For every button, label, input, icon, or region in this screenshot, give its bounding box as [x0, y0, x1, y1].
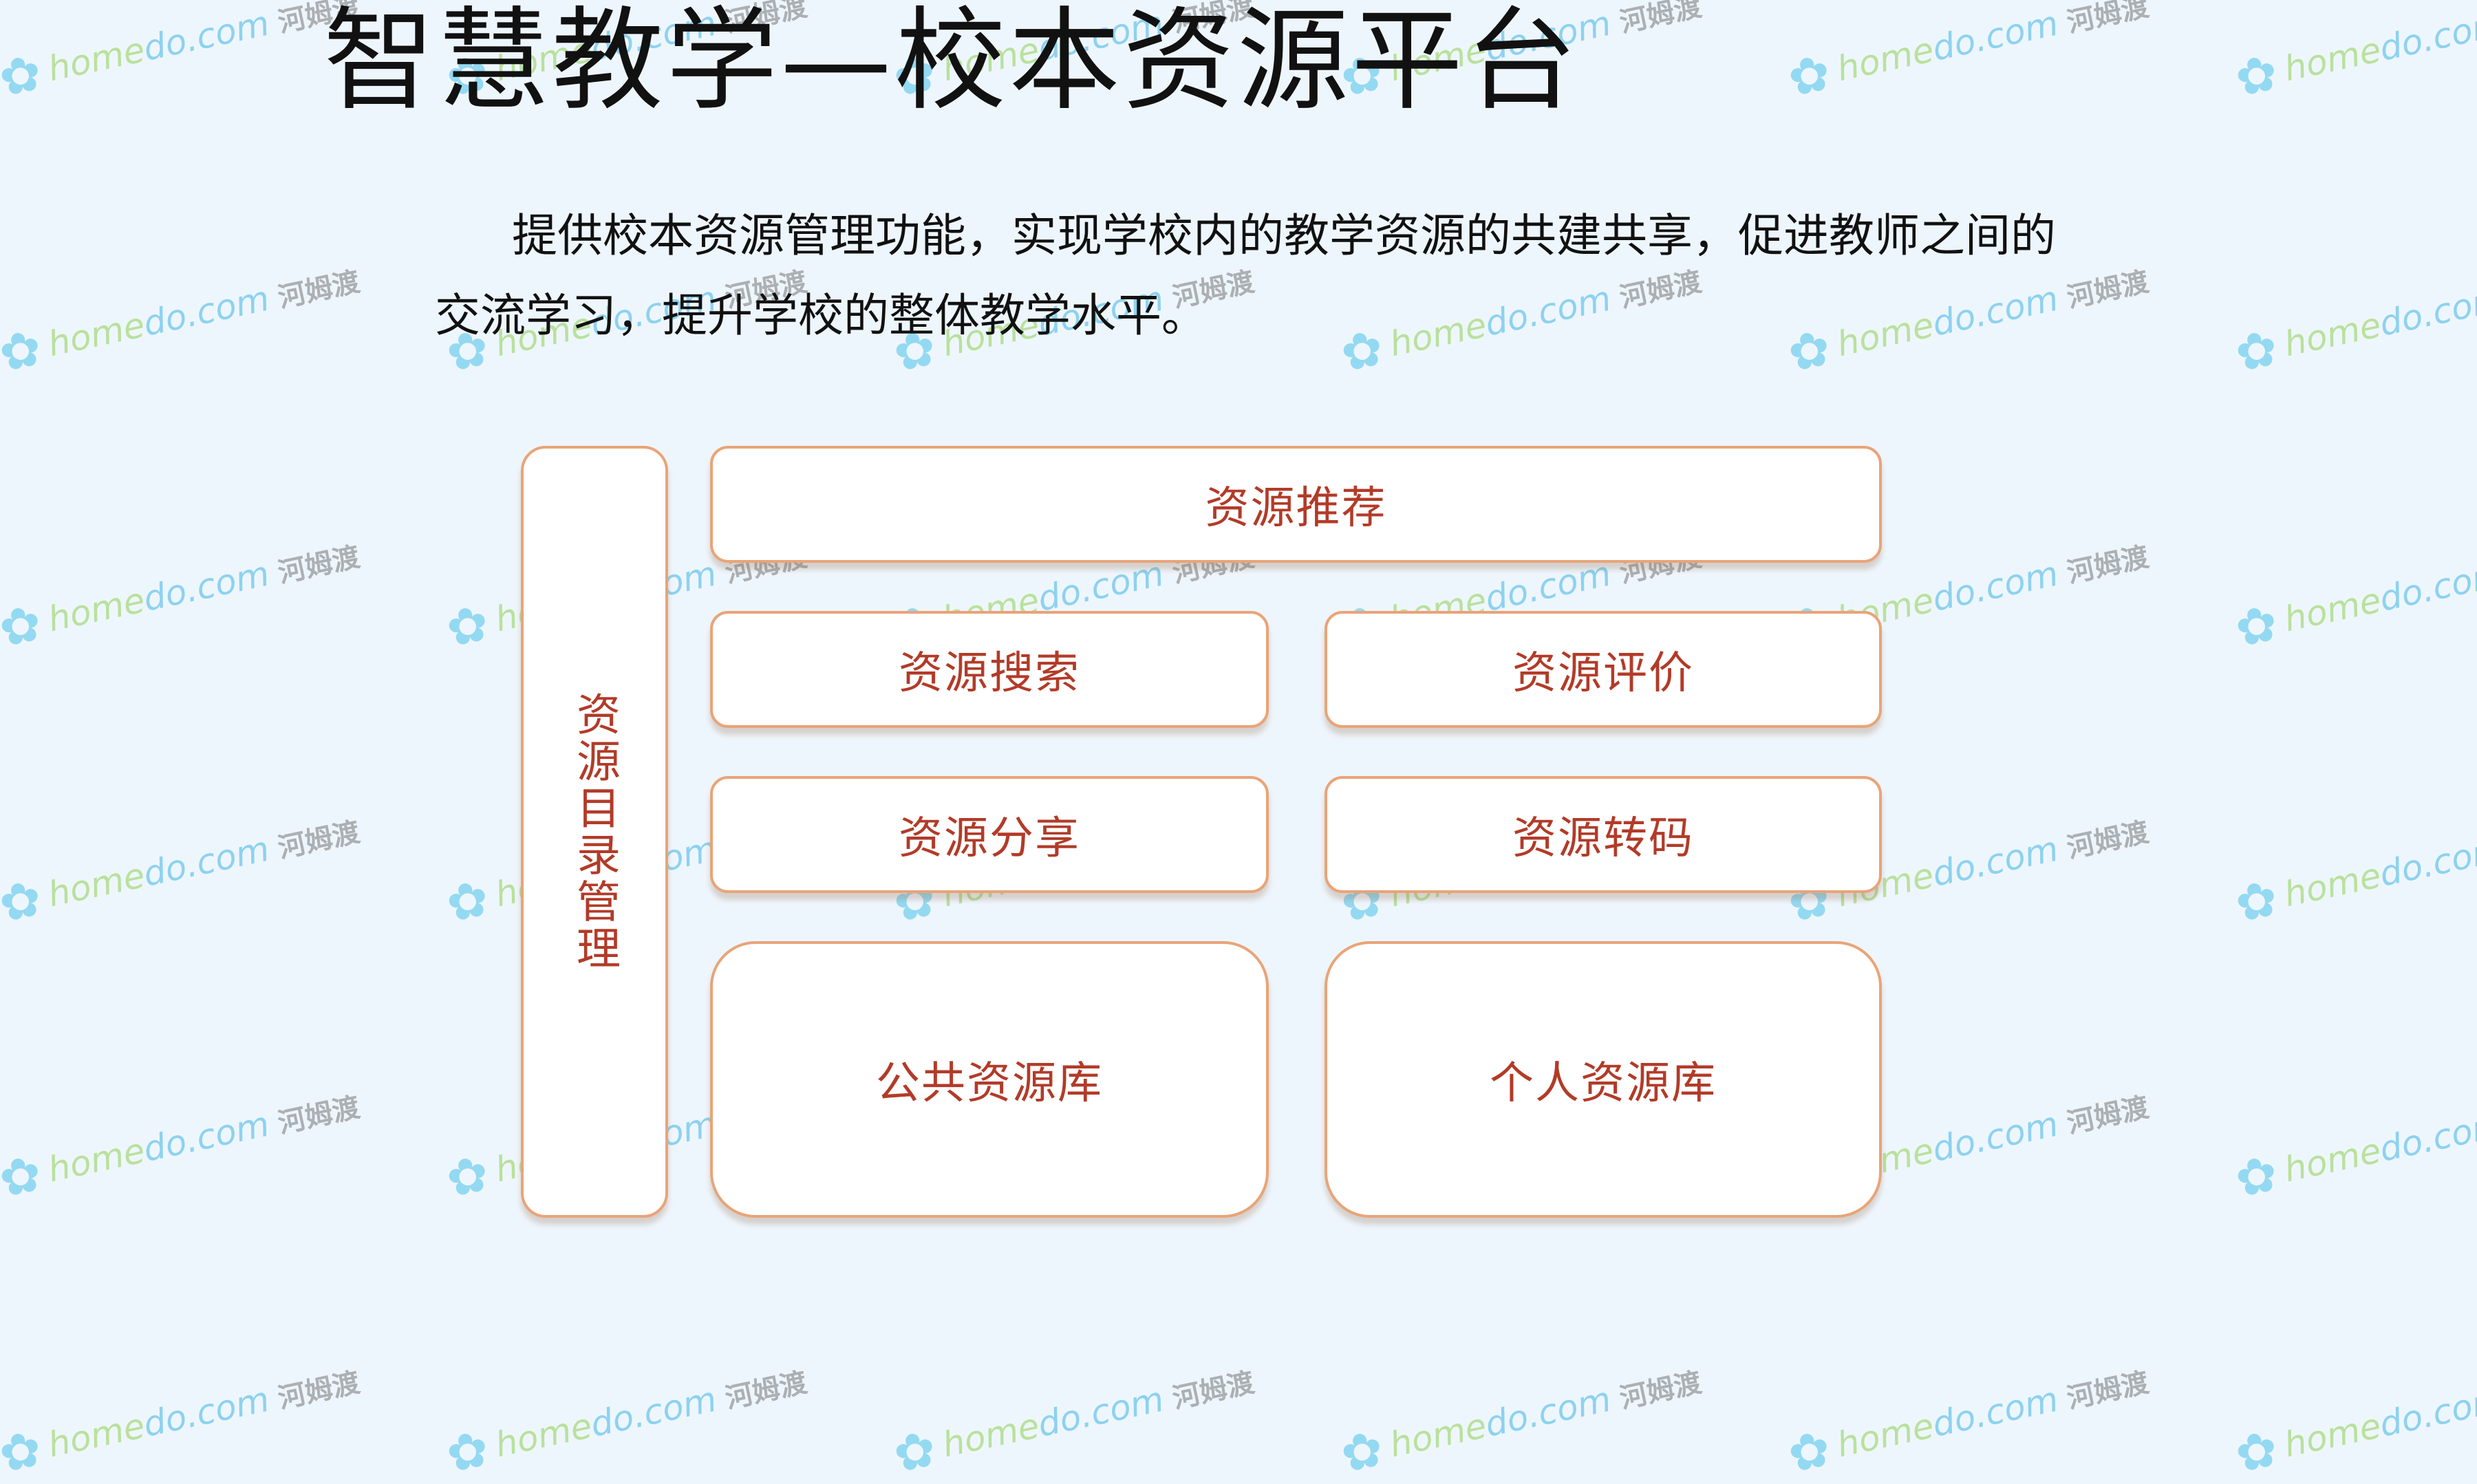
flower-icon: ✿ [2230, 868, 2283, 934]
resource-transcode-box: 资源转码 [1325, 776, 1882, 893]
watermark-cn: 河姆渡 [275, 266, 363, 314]
flower-icon: ✿ [441, 1143, 494, 1209]
watermark-cn: 河姆渡 [2064, 816, 2152, 865]
flower-icon: ✿ [441, 1419, 494, 1484]
flower-icon: ✿ [1783, 1419, 1836, 1484]
public-library-box: 公共资源库 [710, 941, 1269, 1218]
resource-evaluate-label: 资源评价 [1512, 648, 1694, 699]
resource-share-label: 资源分享 [899, 813, 1080, 864]
watermark-brand: homedo.com [2280, 828, 2477, 915]
watermark-cn: 河姆渡 [1617, 0, 1705, 39]
watermark-brand: homedo.com [939, 1379, 1168, 1465]
resource-transcode-label: 资源转码 [1512, 813, 1694, 864]
resource-search-label: 资源搜索 [899, 648, 1080, 699]
personal-library-box: 个人资源库 [1325, 941, 1882, 1218]
watermark-brand: homedo.com [44, 1379, 273, 1465]
flower-icon: ✿ [2230, 1143, 2283, 1209]
flower-icon: ✿ [0, 43, 47, 109]
flower-icon: ✿ [441, 593, 494, 659]
flower-icon: ✿ [2230, 43, 2283, 109]
watermark-brand: homedo.com [44, 3, 273, 89]
watermark-cn: 河姆渡 [2064, 0, 2152, 39]
watermark-cn: 河姆渡 [2064, 1366, 2152, 1415]
page-title: 智慧教学—校本资源平台 [323, 0, 1580, 126]
watermark-brand: homedo.com [2280, 1104, 2477, 1190]
catalog-management-box: 资源目录管理 [521, 446, 668, 1218]
watermark-brand: homedo.com [2280, 3, 2477, 89]
watermark-brand: homedo.com [1386, 1379, 1615, 1465]
flower-icon: ✿ [2230, 318, 2283, 384]
watermark-cn: 河姆渡 [722, 1366, 811, 1415]
watermark-cn: 河姆渡 [275, 1366, 363, 1415]
flower-icon: ✿ [888, 1419, 941, 1484]
personal-library-label: 个人资源库 [1490, 1058, 1717, 1109]
flower-icon: ✿ [0, 868, 47, 934]
flower-icon: ✿ [2230, 593, 2283, 659]
catalog-management-label: 资源目录管理 [569, 691, 620, 972]
watermark-brand: homedo.com [2280, 1379, 2477, 1465]
watermark-cn: 河姆渡 [1170, 1366, 1258, 1415]
intro-paragraph: 提供校本资源管理功能，实现学校内的教学资源的共建共享，促进教师之间的交流学习，提… [435, 209, 2056, 342]
flower-icon: ✿ [1336, 1419, 1388, 1484]
watermark-brand: homedo.com [2280, 278, 2477, 365]
resource-search-box: 资源搜索 [710, 611, 1269, 728]
watermark-brand: homedo.com [1833, 3, 2062, 89]
watermark-brand: homedo.com [2280, 553, 2477, 640]
watermark-cn: 河姆渡 [275, 541, 363, 590]
flower-icon: ✿ [0, 593, 47, 659]
watermark-cn: 河姆渡 [2064, 266, 2152, 314]
watermark-cn: 河姆渡 [2064, 1091, 2152, 1140]
watermark-cn: 河姆渡 [275, 816, 363, 865]
watermark-brand: homedo.com [44, 278, 273, 365]
watermark-brand: homedo.com [491, 1379, 720, 1465]
watermark-brand: homedo.com [44, 828, 273, 915]
public-library-label: 公共资源库 [876, 1058, 1103, 1109]
watermark-cn: 河姆渡 [275, 1091, 363, 1140]
flower-icon: ✿ [0, 1143, 47, 1209]
watermark-brand: homedo.com [1833, 1379, 2062, 1465]
resource-evaluate-box: 资源评价 [1325, 611, 1882, 728]
resource-recommend-box: 资源推荐 [710, 446, 1882, 563]
resource-recommend-label: 资源推荐 [1205, 483, 1387, 534]
watermark-cn: 河姆渡 [1617, 1366, 1705, 1415]
watermark-cn: 河姆渡 [2064, 541, 2152, 590]
flower-icon: ✿ [1783, 43, 1836, 109]
flower-icon: ✿ [441, 868, 494, 934]
watermark-brand: homedo.com [44, 553, 273, 640]
flower-icon: ✿ [2230, 1419, 2283, 1484]
flower-icon: ✿ [0, 318, 47, 384]
watermark-brand: homedo.com [44, 1104, 273, 1190]
resource-share-box: 资源分享 [710, 776, 1269, 893]
flower-icon: ✿ [0, 1419, 47, 1484]
